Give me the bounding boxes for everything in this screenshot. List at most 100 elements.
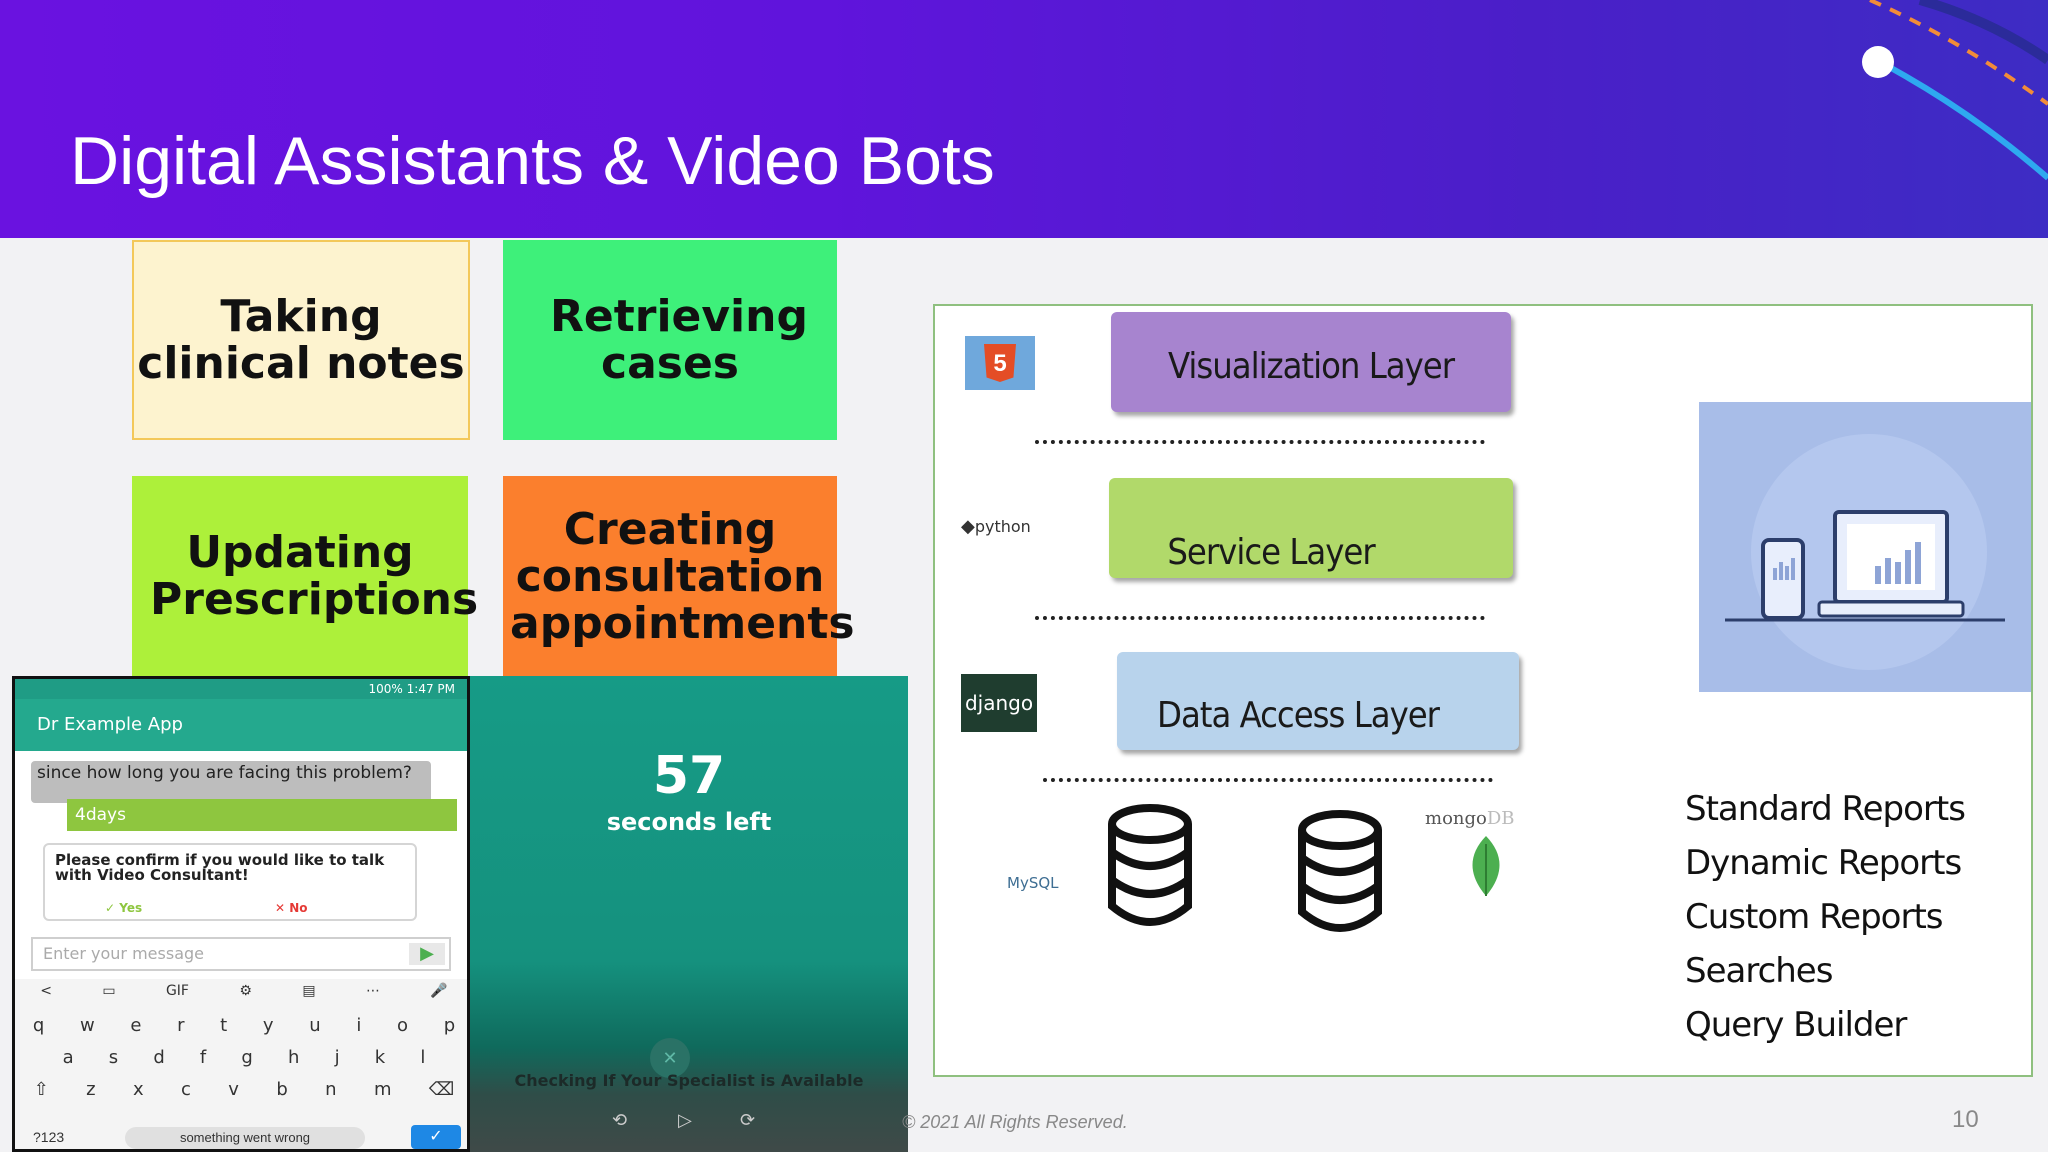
rewind-icon[interactable]: ⟲ xyxy=(612,1110,628,1130)
key[interactable]: t xyxy=(220,1015,228,1036)
dashboard-illustration xyxy=(1699,402,2031,692)
keyboard-row-2: a s d f g h j k l xyxy=(15,1047,467,1068)
mysql-label: MySQL xyxy=(1007,874,1059,892)
key[interactable]: ⌫ xyxy=(428,1079,455,1100)
reports-list: Standard Reports Dynamic Reports Custom … xyxy=(1685,782,1966,1052)
message-input[interactable]: Enter your message ▶ xyxy=(31,937,451,971)
mongodb-icon: mongoDB xyxy=(1425,808,1515,829)
key[interactable]: 🎤 xyxy=(430,983,448,999)
key[interactable]: v xyxy=(228,1079,239,1100)
list-item: Custom Reports xyxy=(1685,897,1943,937)
mysql-icon: MySQL xyxy=(1007,874,1059,892)
page-number: 10 xyxy=(1952,1106,1979,1133)
data-access-layer: Data Access Layer xyxy=(1117,652,1519,750)
list-item: Standard Reports xyxy=(1685,789,1966,829)
send-icon[interactable]: ▶ xyxy=(409,943,445,965)
tile-label: Taking clinical notes xyxy=(137,291,465,389)
key[interactable]: a xyxy=(62,1047,74,1068)
mongodb-leaf-icon xyxy=(1472,836,1500,896)
page-title: Digital Assistants & Video Bots xyxy=(70,123,995,199)
key[interactable]: g xyxy=(241,1047,253,1068)
key[interactable]: ⚙ xyxy=(239,983,252,999)
divider xyxy=(1035,616,1485,620)
key[interactable]: k xyxy=(374,1047,386,1068)
tile-creating-appointments: Creating consultation appointments xyxy=(503,476,855,676)
key[interactable]: j xyxy=(334,1047,340,1068)
key[interactable]: w xyxy=(79,1015,95,1036)
numbers-key[interactable]: ?123 xyxy=(33,1129,65,1145)
forward-icon[interactable]: ⟳ xyxy=(740,1110,756,1130)
layer-label: Visualization Layer xyxy=(1167,346,1455,387)
python-icon: ◆python xyxy=(961,516,1031,537)
keyboard-row-1: q w e r t y u i o p xyxy=(15,1015,467,1036)
no-button[interactable]: ✕ No xyxy=(275,901,308,915)
visualization-layer: Visualization Layer xyxy=(1111,312,1511,412)
tile-label: Creating consultation appointments xyxy=(510,503,855,649)
key[interactable]: m xyxy=(373,1079,392,1100)
database-icon xyxy=(1298,810,1382,932)
error-toast: something went wrong xyxy=(125,1127,365,1149)
key[interactable]: q xyxy=(32,1015,45,1036)
key[interactable]: z xyxy=(86,1079,96,1100)
close-icon[interactable]: ✕ xyxy=(650,1038,690,1078)
layer-label: Data Access Layer xyxy=(1157,695,1440,736)
keyboard-row-3: ⇧ z x c v b n m ⌫ xyxy=(15,1079,467,1100)
key[interactable]: e xyxy=(130,1015,142,1036)
tile-clinical-notes: Taking clinical notes xyxy=(132,240,470,440)
mongodb-suffix: DB xyxy=(1486,808,1515,829)
list-item: Dynamic Reports xyxy=(1685,843,1962,883)
html5-badge: 5 xyxy=(984,344,1016,382)
key[interactable]: p xyxy=(443,1015,456,1036)
keyboard-toolbar: < ▭ GIF ⚙ ▤ ⋯ 🎤 xyxy=(15,983,467,999)
key[interactable]: c xyxy=(181,1079,191,1100)
key[interactable]: ▭ xyxy=(102,983,116,999)
key[interactable]: o xyxy=(397,1015,409,1036)
countdown-value: 57 xyxy=(652,746,726,806)
key[interactable]: l xyxy=(420,1047,426,1068)
video-bot-screenshot: 57 seconds left ✕ Checking If Your Speci… xyxy=(470,676,908,1152)
copyright-text: © 2021 All Rights Reserved. xyxy=(902,1112,1128,1132)
yes-button[interactable]: ✓ Yes xyxy=(105,901,143,915)
list-item: Query Builder xyxy=(1685,1005,1907,1045)
html5-icon: 5 xyxy=(965,336,1035,390)
list-item: Searches xyxy=(1685,951,1833,991)
key[interactable]: y xyxy=(262,1015,274,1036)
key[interactable]: h xyxy=(288,1047,300,1068)
user-reply: 4days xyxy=(67,799,457,831)
key[interactable]: f xyxy=(199,1047,207,1068)
confirm-text: Please confirm if you would like to talk… xyxy=(55,851,385,884)
tile-label: Retrieving cases xyxy=(550,291,808,389)
key[interactable]: r xyxy=(177,1015,185,1036)
key[interactable]: ⋯ xyxy=(365,983,380,999)
tile-retrieving-cases: Retrieving cases xyxy=(503,240,837,440)
key[interactable]: ⇧ xyxy=(33,1079,49,1100)
key[interactable]: d xyxy=(153,1047,165,1068)
checking-status: Checking If Your Specialist is Available xyxy=(514,1071,864,1090)
keyboard: < ▭ GIF ⚙ ▤ ⋯ 🎤 q w e r t y u i o p a s … xyxy=(15,979,467,1149)
divider xyxy=(1035,440,1485,444)
phone-chat-screenshot: 100% 1:47 PM Dr Example App since how lo… xyxy=(12,676,470,1152)
layer-label: Service Layer xyxy=(1167,532,1375,573)
key[interactable]: n xyxy=(325,1079,337,1100)
key[interactable]: s xyxy=(108,1047,119,1068)
architecture-diagram: 5 ◆python django Visualization Layer Ser… xyxy=(933,304,2033,1077)
key[interactable]: ▤ xyxy=(302,983,316,999)
key[interactable]: u xyxy=(309,1015,321,1036)
key[interactable]: < xyxy=(40,983,52,999)
app-title-bar: Dr Example App xyxy=(15,699,467,751)
key[interactable]: GIF xyxy=(165,983,189,999)
key[interactable]: i xyxy=(356,1015,362,1036)
tile-label: Updating Prescriptions xyxy=(150,527,479,625)
check-icon[interactable]: ✓ xyxy=(411,1125,461,1149)
play-icon[interactable]: ▷ xyxy=(678,1110,692,1130)
python-label: python xyxy=(974,517,1031,536)
key[interactable]: b xyxy=(276,1079,288,1100)
bot-message: since how long you are facing this probl… xyxy=(31,761,431,803)
message-placeholder: Enter your message xyxy=(43,944,204,963)
key[interactable]: x xyxy=(132,1079,144,1100)
mongodb-label: mongo xyxy=(1425,808,1487,829)
django-label: django xyxy=(964,691,1034,715)
database-icon xyxy=(1108,804,1192,926)
slide-header: Digital Assistants & Video Bots xyxy=(0,0,2048,238)
laptop-chart-icon xyxy=(1725,434,2005,670)
